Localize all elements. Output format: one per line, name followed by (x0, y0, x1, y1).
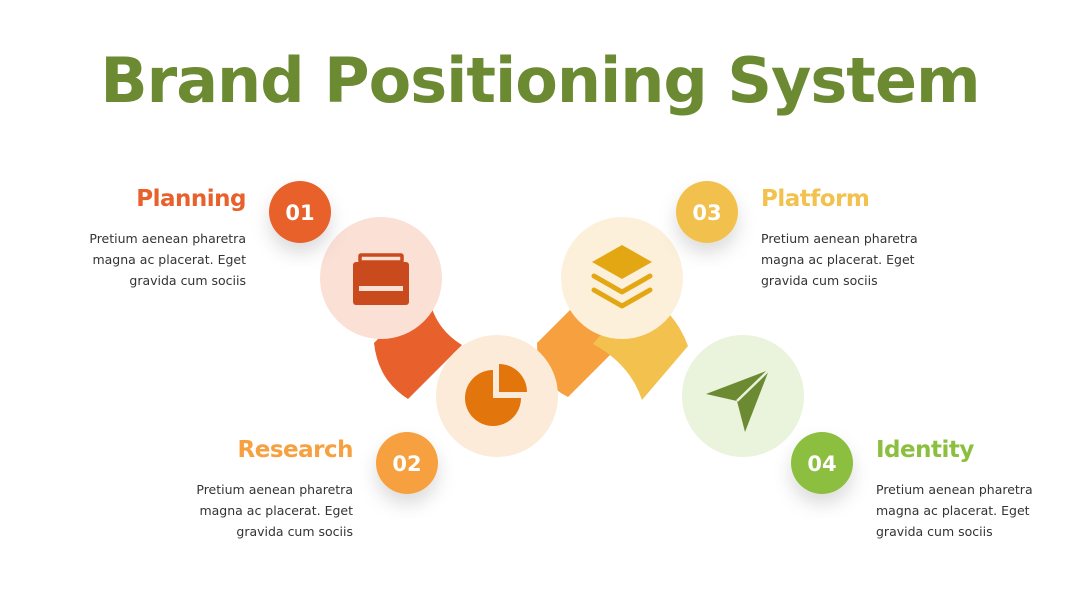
step-1-desc-line: gravida cum sociis (129, 273, 246, 288)
step-4-number: 04 (807, 452, 836, 476)
step-2-icon-circle (436, 335, 558, 457)
pie-chart-icon (465, 364, 527, 426)
briefcase-icon (353, 253, 409, 305)
step-3-description: Pretium aenean pharetra magna ac placera… (761, 228, 941, 291)
step-3-desc-line: gravida cum sociis (761, 273, 878, 288)
step-4-desc-line: magna ac placerat. Eget (876, 503, 1030, 518)
step-1-desc-line: Pretium aenean pharetra (89, 231, 246, 246)
step-4-desc-line: Pretium aenean pharetra (876, 482, 1033, 497)
step-3-desc-line: magna ac placerat. Eget (761, 252, 915, 267)
step-2-heading: Research (237, 437, 354, 463)
layers-icon (591, 245, 653, 309)
step-4-desc-line: gravida cum sociis (876, 524, 993, 539)
step-3-number: 03 (692, 201, 721, 225)
step-2-badge (376, 432, 438, 494)
page-title: Brand Positioning System (100, 44, 980, 117)
step-3-desc-line: Pretium aenean pharetra (761, 231, 918, 246)
step-1-heading: Planning (136, 186, 246, 212)
step-2-desc-line: gravida cum sociis (236, 524, 353, 539)
step-4-description: Pretium aenean pharetra magna ac placera… (876, 479, 1056, 542)
step-3-badge (676, 181, 738, 243)
step-2-number: 02 (392, 452, 421, 476)
step-1-number: 01 (285, 201, 314, 225)
step-1-desc-line: magna ac placerat. Eget (92, 252, 246, 267)
step-4-badge (791, 432, 853, 494)
step-2-desc-line: Pretium aenean pharetra (196, 482, 353, 497)
step-3-heading: Platform (761, 186, 870, 212)
connector-2-3 (537, 289, 622, 397)
connector-1-2 (374, 289, 462, 399)
step-1-description: Pretium aenean pharetra magna ac placera… (66, 228, 246, 291)
step-4-heading: Identity (876, 437, 974, 463)
step-1-badge (269, 181, 331, 243)
paper-plane-icon (706, 369, 770, 432)
step-2-desc-line: magna ac placerat. Eget (199, 503, 353, 518)
step-2-description: Pretium aenean pharetra magna ac placera… (173, 479, 353, 542)
